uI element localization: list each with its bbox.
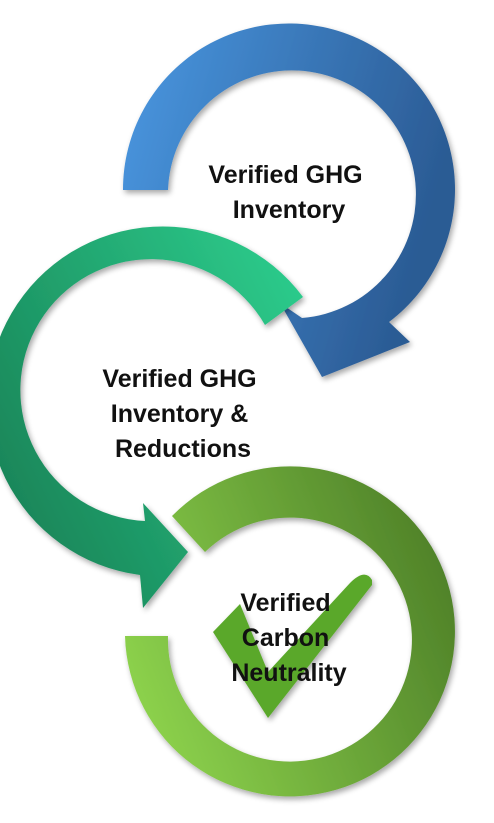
step-1-label: Verified GHG Inventory <box>208 161 369 224</box>
step-1-label-line-2: Inventory <box>233 196 346 224</box>
step-2-label: Verified GHG Inventory & Reductions <box>102 365 263 463</box>
step-2: Verified GHG Inventory & Reductions <box>0 226 303 608</box>
step-2-label-line-1: Verified GHG <box>102 365 256 393</box>
checkmark-icon <box>213 574 372 718</box>
step-2-label-line-2: Inventory & <box>111 400 249 428</box>
step-3-label: Verified Carbon Neutrality <box>231 589 346 687</box>
step-3: Verified Carbon Neutrality <box>125 466 455 797</box>
step-1-label-line-1: Verified GHG <box>208 161 362 189</box>
step-3-label-line-3: Neutrality <box>231 659 346 687</box>
green-circular-arrow-icon <box>125 466 455 797</box>
step-1: Verified GHG Inventory <box>122 23 455 377</box>
step-2-label-line-3: Reductions <box>115 435 251 463</box>
teal-circular-arrow-icon <box>0 226 303 608</box>
step-3-label-line-1: Verified <box>240 589 330 617</box>
step-3-label-line-2: Carbon <box>242 624 330 652</box>
